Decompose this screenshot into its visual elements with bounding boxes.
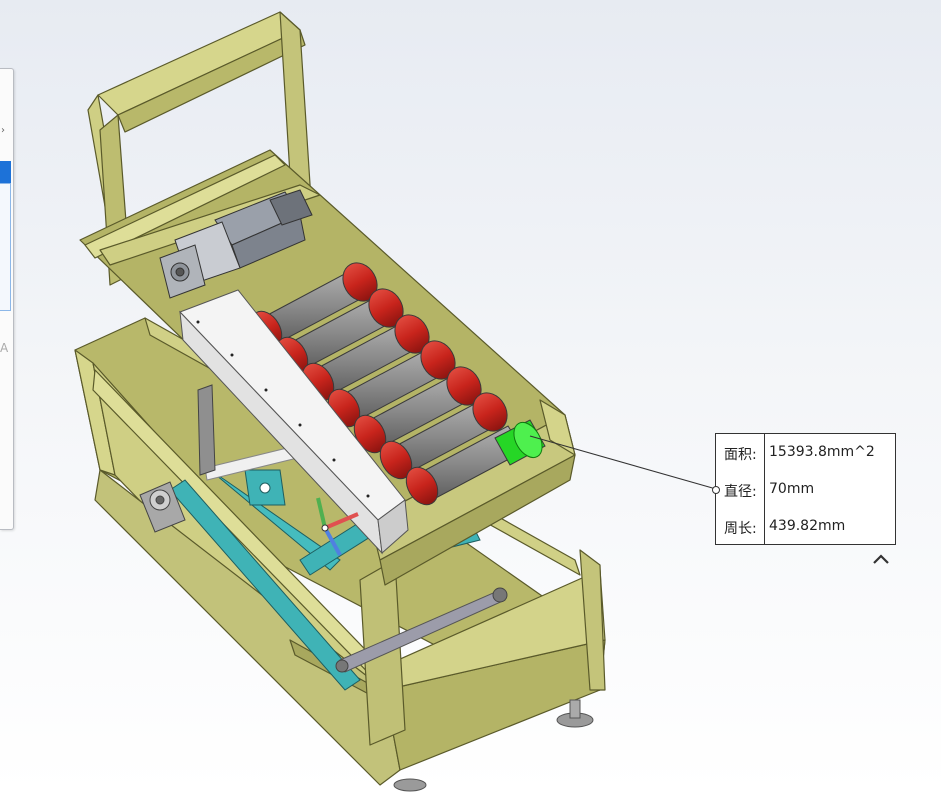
text-icon: A bbox=[0, 341, 9, 355]
axis-triad-icon bbox=[316, 497, 359, 556]
diameter-label: 直径: bbox=[724, 484, 757, 500]
guard-bolts bbox=[196, 320, 370, 498]
callout-anchor bbox=[712, 486, 720, 494]
diameter-value: 70mm bbox=[769, 481, 815, 497]
callout-divider bbox=[764, 434, 765, 544]
motor bbox=[159, 189, 313, 299]
roller[interactable] bbox=[348, 361, 488, 459]
bearing-block bbox=[139, 481, 186, 533]
chevron-up-icon bbox=[873, 554, 889, 564]
measure-row-diameter: 直径: 70mm bbox=[716, 471, 895, 508]
roller[interactable] bbox=[374, 387, 514, 485]
side-guard bbox=[179, 289, 409, 555]
measure-row-area: 面积: 15393.8mm^2 bbox=[716, 434, 895, 471]
roller[interactable] bbox=[270, 283, 410, 381]
roller-bed bbox=[249, 262, 548, 511]
tree-list[interactable] bbox=[0, 183, 11, 311]
foot bbox=[393, 778, 427, 792]
lift-post bbox=[197, 384, 216, 476]
collapse-callout-button[interactable] bbox=[870, 549, 892, 571]
measure-row-perimeter: 周长: 439.82mm bbox=[716, 508, 895, 545]
chevron-right-icon[interactable]: › bbox=[1, 125, 5, 136]
measure-callout: 面积: 15393.8mm^2 直径: 70mm 周长: 439.82mm bbox=[712, 433, 896, 545]
callout-leader bbox=[529, 435, 717, 490]
perimeter-label: 周长: bbox=[724, 521, 757, 537]
selected-tree-item[interactable] bbox=[0, 161, 11, 183]
axle-shaft bbox=[335, 587, 508, 673]
area-label: 面积: bbox=[724, 447, 757, 463]
perimeter-value: 439.82mm bbox=[769, 518, 846, 534]
roller-selected[interactable] bbox=[400, 418, 548, 511]
area-value: 15393.8mm^2 bbox=[769, 444, 875, 460]
feature-manager-panel[interactable]: › A bbox=[0, 68, 14, 530]
